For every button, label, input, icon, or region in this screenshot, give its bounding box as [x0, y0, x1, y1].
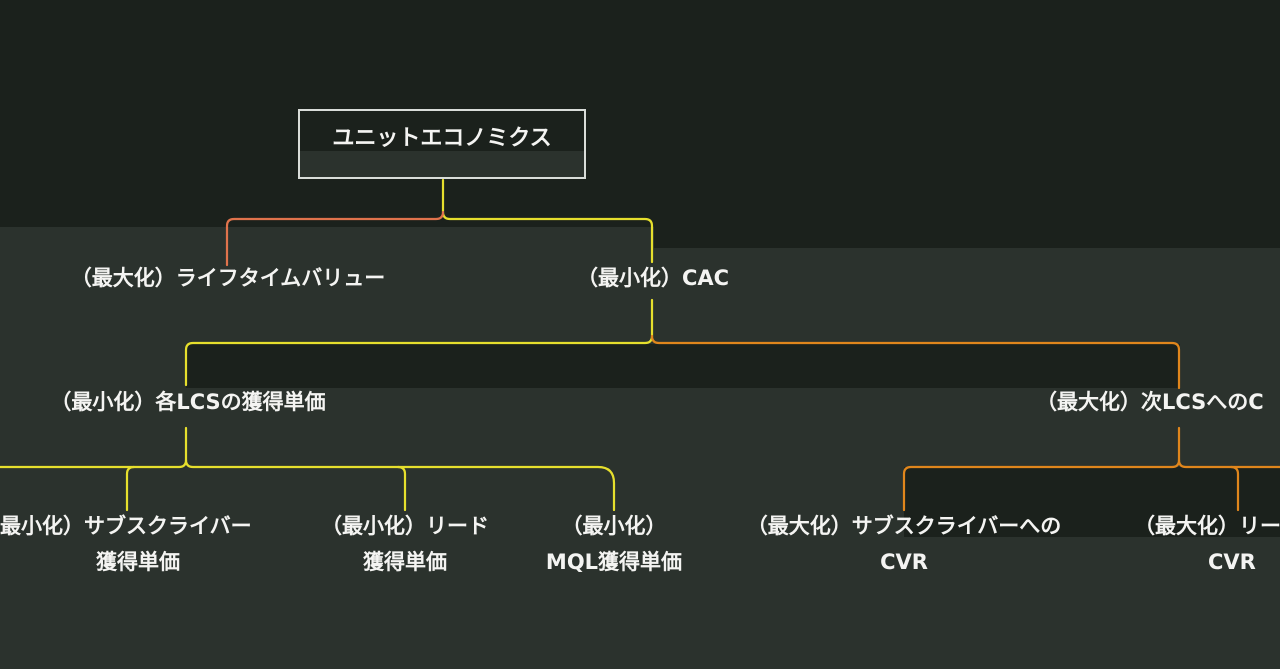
- background-band-upper: [0, 227, 1280, 669]
- connector-root-to-ltv: [225, 210, 445, 267]
- node-subscriber-cvr: （最大化）サブスクライバーへの CVR: [728, 508, 1080, 580]
- node-subscriber-cvr-line1: （最大化）サブスクライバーへの: [746, 514, 1062, 538]
- connector-acq-cost-to-subscriber-drop: [125, 465, 136, 512]
- connector-acq-cost-to-subscriber: [184, 458, 616, 512]
- node-acq-cost-label: （最小化）各LCSの獲得単価: [50, 390, 326, 414]
- background-band-dark-strip: [654, 227, 1280, 248]
- node-lead-cvr: （最大化）リー CVR: [1120, 508, 1280, 580]
- background-band-dark-lower: [904, 467, 1280, 537]
- connector-next-lcs-trunk: [902, 426, 1181, 512]
- node-lead-cvr-line2: CVR: [1208, 550, 1256, 574]
- node-next-lcs-cvr-label: （最大化）次LCSへのC: [1036, 390, 1264, 414]
- connector-acq-cost-trunk: [0, 426, 188, 469]
- node-subscriber-cost: 最小化）サブスクライバー 獲得単価: [0, 508, 276, 580]
- node-subscriber-cost-line2: 獲得単価: [96, 550, 180, 574]
- node-lead-cost-line2: 獲得単価: [363, 550, 447, 574]
- connector-next-lcs-to-lead-cvr: [1177, 458, 1280, 469]
- node-lead-cvr-line1: （最大化）リー: [1134, 514, 1280, 538]
- node-lead-cost: （最小化）リード 獲得単価: [312, 508, 498, 580]
- background-band-dark-middle: [186, 344, 1180, 388]
- node-lead-cost-line1: （最小化）リード: [321, 514, 489, 538]
- node-mql-cost-line1: （最小化）: [561, 514, 667, 538]
- connector-cac-to-acq-cost: [184, 298, 654, 387]
- connector-acq-cost-to-lead-drop: [396, 465, 407, 512]
- node-ltv: （最大化）ライフタイムバリュー: [50, 260, 406, 296]
- node-mql-cost-line2: MQL獲得単価: [545, 550, 683, 574]
- node-subscriber-cvr-line2: CVR: [880, 550, 928, 574]
- node-next-lcs-cvr: （最大化）次LCSへのC: [1036, 384, 1280, 420]
- connector-root-to-cac: [441, 178, 654, 264]
- connector-cac-to-next-lcs-cvr: [650, 334, 1181, 390]
- node-subscriber-cost-line1: 最小化）サブスクライバー: [0, 514, 252, 538]
- node-cac: （最小化）CAC: [560, 260, 746, 296]
- node-mql-cost: （最小化） MQL獲得単価: [534, 508, 694, 580]
- node-cac-label: （最小化）CAC: [576, 266, 730, 290]
- node-acq-cost: （最小化）各LCSの獲得単価: [30, 384, 346, 420]
- connector-next-lcs-to-lead-cvr-drop: [1229, 465, 1240, 512]
- root-node-box: ユニットエコノミクス: [298, 109, 586, 179]
- node-ltv-label: （最大化）ライフタイムバリュー: [70, 266, 386, 290]
- root-node-label: ユニットエコノミクス: [332, 126, 552, 151]
